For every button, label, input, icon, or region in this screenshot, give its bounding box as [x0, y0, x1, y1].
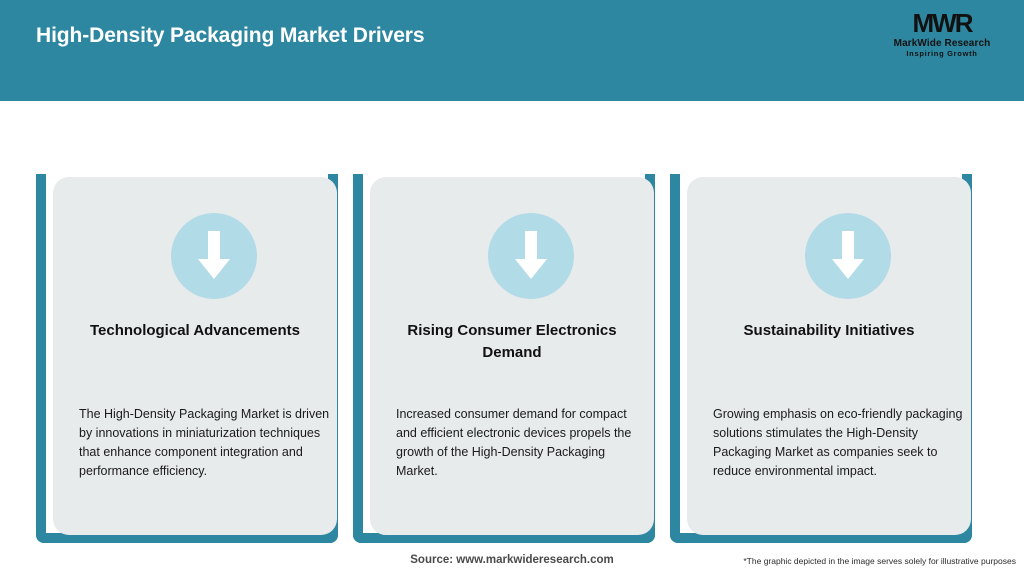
card-description: Growing emphasis on eco-friendly packagi… [713, 407, 963, 478]
driver-card-1: Technological Advancements The High-Dens… [36, 101, 348, 576]
logo-monogram: MWR [912, 8, 974, 38]
card-title: Rising Consumer Electronics Demand [407, 322, 617, 361]
logo-company-name: MarkWide Research [893, 38, 991, 49]
card-description: The High-Density Packaging Market is dri… [79, 407, 330, 478]
card-description: Increased consumer demand for compact an… [396, 407, 632, 478]
card-panel: Technological Advancements The High-Dens… [53, 177, 337, 535]
down-arrow-icon [171, 213, 257, 299]
driver-card-3: Sustainability Initiatives Growing empha… [670, 101, 982, 576]
logo-tagline: Inspiring Growth [906, 49, 978, 58]
card-title: Sustainability Initiatives [743, 322, 915, 339]
page-title: High-Density Packaging Market Drivers [36, 24, 425, 47]
disclaimer-note: *The graphic depicted in the image serve… [743, 556, 1016, 566]
driver-card-2: Rising Consumer Electronics Demand Incre… [353, 101, 665, 576]
down-arrow-icon [488, 213, 574, 299]
card-panel: Rising Consumer Electronics Demand Incre… [370, 177, 654, 535]
driver-cards-container: Technological Advancements The High-Dens… [0, 101, 1024, 576]
down-arrow-icon [805, 213, 891, 299]
card-title: Technological Advancements [89, 322, 301, 339]
brand-logo: MWR MarkWide Research Inspiring Growth [882, 10, 1002, 66]
source-label: Source: www.markwideresearch.com [410, 554, 614, 566]
card-panel: Sustainability Initiatives Growing empha… [687, 177, 971, 535]
header-bar: High-Density Packaging Market Drivers MW… [0, 0, 1024, 101]
